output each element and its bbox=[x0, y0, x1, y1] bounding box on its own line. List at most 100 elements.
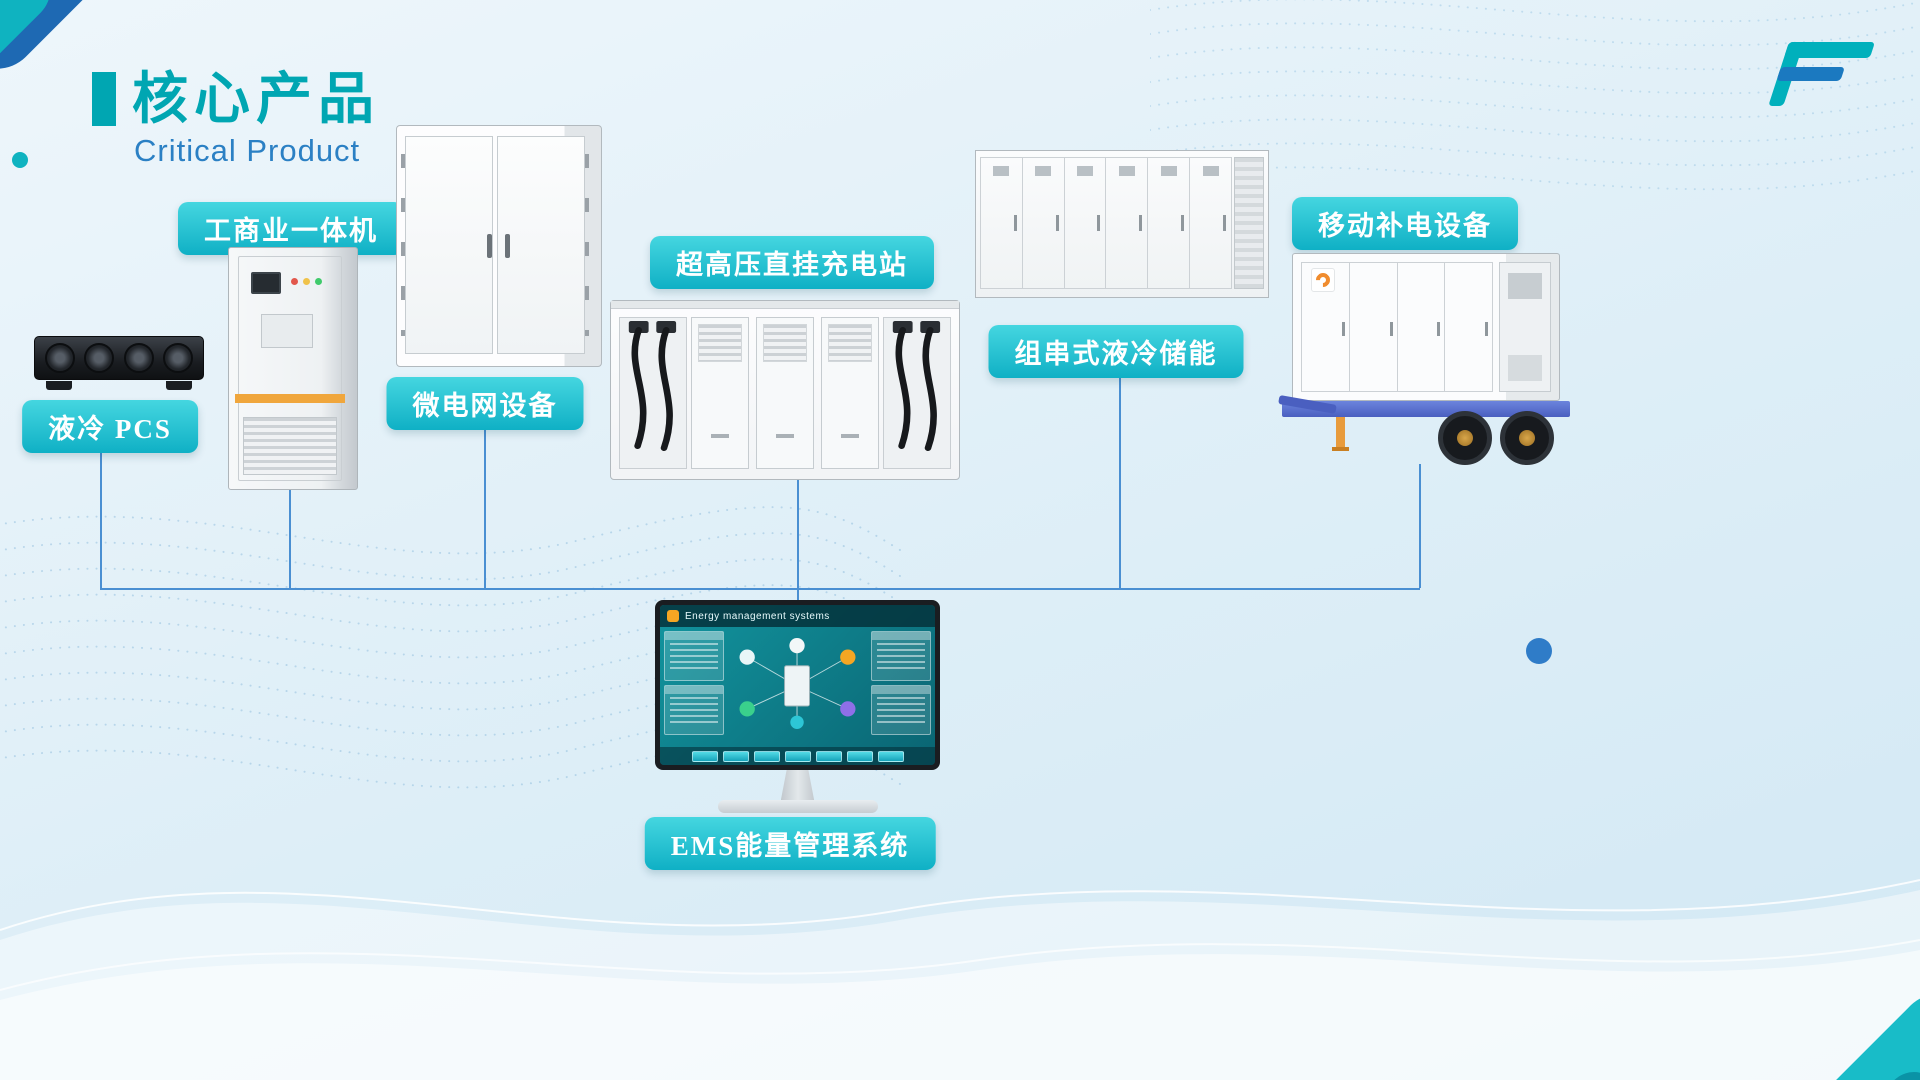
container-door bbox=[1301, 262, 1349, 392]
ems-button-row bbox=[660, 747, 935, 765]
led-icon bbox=[315, 278, 322, 285]
fan-icon bbox=[123, 343, 154, 373]
corner-shape-teal-bottom bbox=[1790, 979, 1920, 1080]
ems-button bbox=[691, 750, 718, 762]
trailer-doors bbox=[1301, 262, 1493, 392]
wheel-icon bbox=[1500, 411, 1554, 465]
fan-icon bbox=[44, 343, 75, 373]
ems-button bbox=[815, 750, 842, 762]
connector-cabinet bbox=[289, 489, 291, 588]
white-wave-band bbox=[0, 879, 1920, 1080]
ems-panel bbox=[664, 631, 724, 681]
ems-panel bbox=[664, 685, 724, 735]
vent-grille bbox=[243, 417, 337, 475]
logo-stroke bbox=[1776, 67, 1845, 81]
all-in-one-cabinet bbox=[228, 247, 358, 490]
label-mobile-charging: 移动补电设备 bbox=[1292, 197, 1518, 250]
door-handle bbox=[486, 234, 492, 258]
wheel-hub bbox=[1519, 430, 1535, 446]
logo-stroke bbox=[1783, 42, 1876, 58]
container-door bbox=[691, 317, 749, 469]
pcs-body bbox=[34, 336, 204, 380]
indicator-lights bbox=[291, 278, 322, 285]
connector-pcs bbox=[100, 446, 102, 588]
trailer-jack bbox=[1332, 417, 1349, 451]
connector-bus bbox=[100, 588, 1420, 590]
container-door bbox=[496, 136, 589, 354]
brand-badge-icon bbox=[1311, 268, 1335, 292]
monitor-frame: Energy management systems bbox=[655, 600, 940, 770]
ems-panel bbox=[871, 685, 931, 735]
container-door bbox=[821, 317, 879, 469]
wheel-icon bbox=[1438, 411, 1492, 465]
monitor-stand-base bbox=[717, 800, 878, 813]
connector-storage bbox=[1119, 369, 1121, 588]
container-door bbox=[756, 317, 814, 469]
label-ems: EMS能量管理系统 bbox=[644, 817, 936, 870]
pcs-foot bbox=[46, 381, 72, 390]
charger-end-panel bbox=[619, 317, 687, 469]
ems-screen-topbar: Energy management systems bbox=[660, 605, 935, 627]
ems-button bbox=[784, 750, 811, 762]
container-door bbox=[1444, 262, 1493, 392]
ems-panel bbox=[871, 631, 931, 681]
fan-icon bbox=[84, 343, 115, 373]
charging-cable-icon bbox=[628, 321, 677, 451]
trailer-container bbox=[1292, 253, 1560, 401]
ems-button bbox=[722, 750, 749, 762]
ems-screen-main bbox=[660, 627, 935, 747]
led-icon bbox=[291, 278, 298, 285]
container-door bbox=[1147, 157, 1190, 289]
connector-mobile bbox=[1419, 464, 1421, 588]
container-door bbox=[1396, 262, 1445, 392]
door-handle bbox=[505, 234, 511, 258]
corner-dot-teal bbox=[12, 152, 28, 168]
label-all-in-one: 工商业一体机 bbox=[178, 202, 404, 255]
ems-monitor: Energy management systems bbox=[655, 600, 940, 815]
connector-ems bbox=[797, 588, 799, 606]
cabinet-screen bbox=[251, 272, 281, 294]
wheel-hub bbox=[1457, 430, 1473, 446]
orange-stripe bbox=[235, 394, 345, 403]
cabinet-door bbox=[238, 256, 342, 481]
container-door bbox=[1189, 157, 1232, 289]
charger-end-panel bbox=[883, 317, 951, 469]
liquid-cooled-pcs-unit bbox=[28, 332, 210, 390]
storage-side-grille bbox=[1234, 157, 1264, 289]
container-door bbox=[1021, 157, 1064, 289]
container-roof bbox=[611, 301, 959, 309]
charging-station-container bbox=[610, 300, 960, 480]
label-string-storage: 组串式液冷储能 bbox=[988, 325, 1244, 378]
brand-logo-icon bbox=[1745, 36, 1891, 116]
container-door bbox=[401, 136, 493, 354]
connector-microgrid bbox=[484, 421, 486, 588]
container-door bbox=[1105, 157, 1148, 289]
ems-screen-title: Energy management systems bbox=[685, 610, 830, 622]
charger-doors bbox=[691, 317, 879, 469]
title-bar-mark bbox=[92, 72, 116, 127]
ems-button bbox=[877, 750, 904, 762]
ems-button bbox=[846, 750, 873, 762]
ems-flow-diagram bbox=[739, 637, 856, 730]
connector-charger bbox=[797, 479, 799, 588]
trailer-frame bbox=[1282, 401, 1570, 417]
container-door bbox=[980, 157, 1022, 289]
page-title: 核心产品 bbox=[132, 67, 380, 130]
page-subtitle: Critical Product bbox=[134, 132, 361, 168]
charging-cable-icon bbox=[892, 321, 941, 451]
led-icon bbox=[303, 278, 310, 285]
storage-doors bbox=[980, 157, 1232, 289]
container-door bbox=[1063, 157, 1106, 289]
monitor-stand-neck bbox=[780, 770, 815, 802]
mobile-charging-trailer bbox=[1278, 253, 1574, 471]
pcs-foot bbox=[166, 381, 192, 390]
label-liquid-cooled-pcs: 液冷 PCS bbox=[22, 400, 198, 453]
header: 核心产品 Critical Product bbox=[92, 67, 380, 169]
cabinet-panel bbox=[261, 314, 313, 348]
ems-button bbox=[753, 750, 780, 762]
fan-icon bbox=[163, 343, 194, 373]
microgrid-container bbox=[396, 125, 602, 367]
trailer-end-panel bbox=[1499, 262, 1551, 392]
ems-logo-icon bbox=[667, 610, 679, 622]
